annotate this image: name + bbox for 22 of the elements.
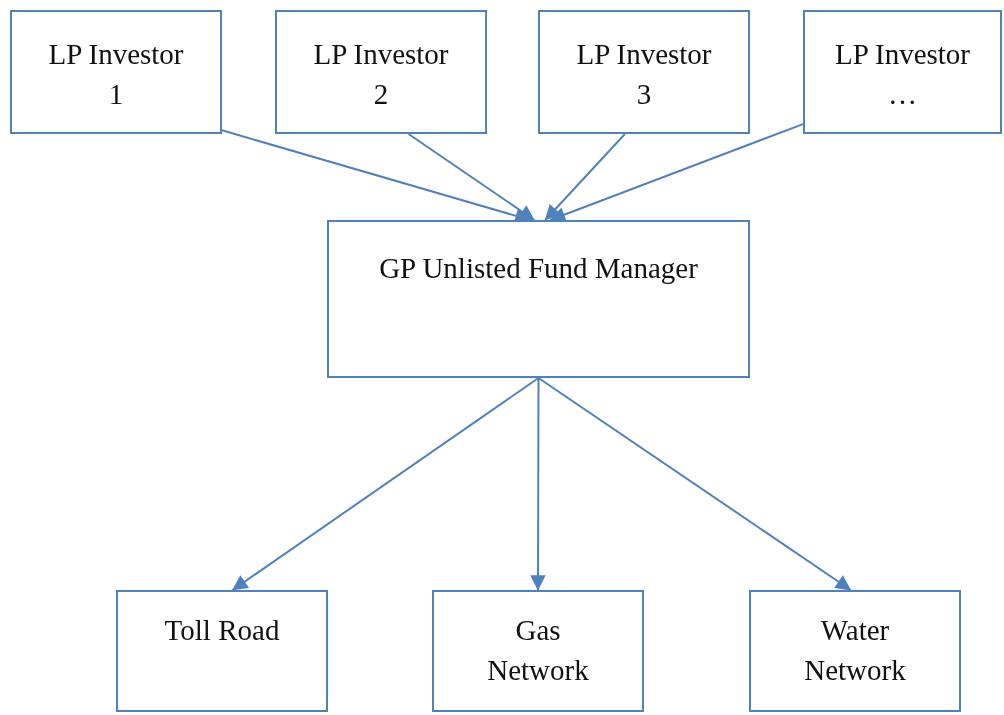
arrow <box>407 133 536 221</box>
entity-box <box>116 590 328 712</box>
entity-box <box>803 10 1002 134</box>
entity-box <box>538 10 750 134</box>
entity-box <box>10 10 222 134</box>
entity-box <box>432 590 644 712</box>
arrow <box>231 377 540 591</box>
entity-box <box>275 10 487 134</box>
entity-label: Toll Road <box>163 613 281 648</box>
entity-label: LP Investor 3 <box>575 37 713 112</box>
arrow <box>530 377 546 591</box>
entity-label: GP Unlisted Fund Manager <box>378 251 699 286</box>
entity-label: LP Investor 2 <box>312 37 450 112</box>
entity-label: LP Investor … <box>833 37 971 112</box>
entity-box <box>749 590 961 712</box>
arrow <box>544 133 626 221</box>
entity-label: Gas Network <box>486 613 590 688</box>
arrow <box>549 123 804 222</box>
entity-label: LP Investor 1 <box>47 37 185 112</box>
entity-label: Water Network <box>803 613 907 688</box>
arrow <box>537 377 852 591</box>
entity-box <box>327 220 750 378</box>
